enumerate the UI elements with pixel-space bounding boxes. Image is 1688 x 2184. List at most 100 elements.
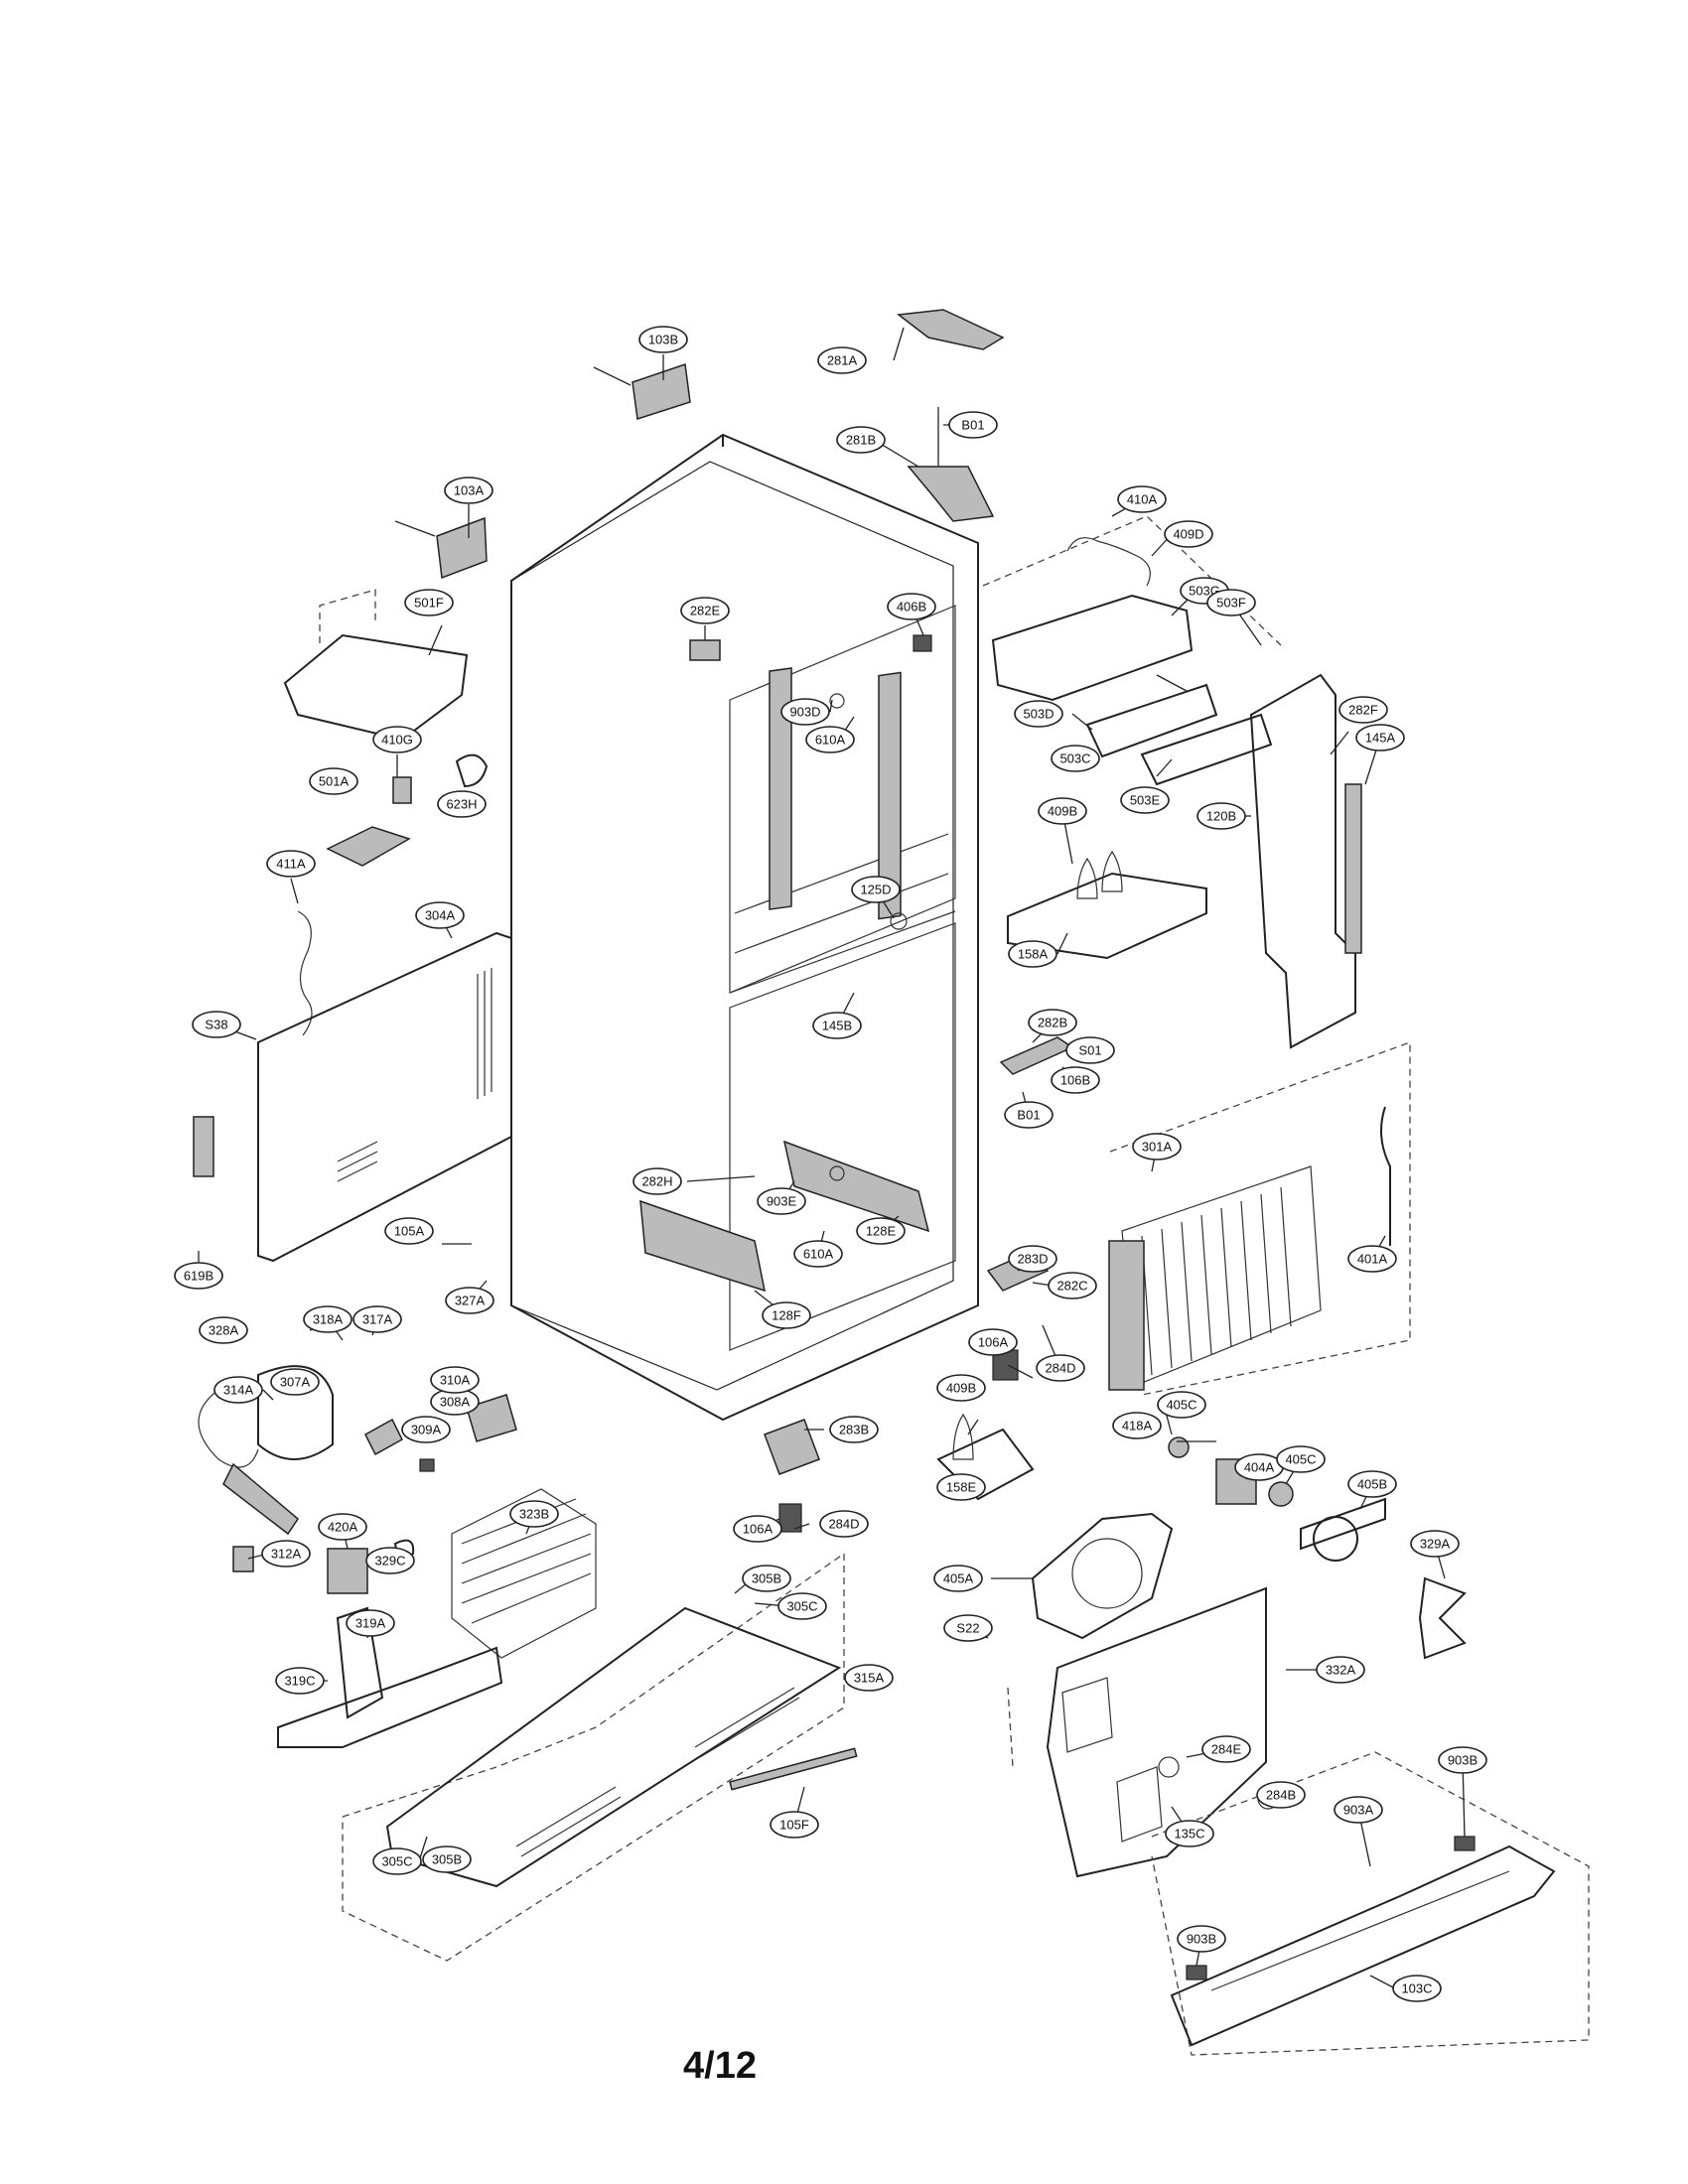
part-number: 903B [1448,1753,1477,1768]
callout-ellipse [437,790,487,818]
part-number: 308A [440,1395,471,1410]
part-callout-405c: 405C [1276,1445,1326,1473]
callout-ellipse [856,1217,906,1245]
part-number: 418A [1122,1419,1153,1433]
part-callout-409b: 409B [936,1374,986,1402]
part-callout-305c: 305C [372,1847,422,1875]
part-callout-409d: 409D [1164,520,1213,548]
callout-ellipse [851,876,901,903]
part-number: 281A [827,353,858,368]
part-callout-309a: 309A [401,1416,451,1443]
callout-ellipse [444,477,493,504]
callout-ellipse [812,1012,862,1039]
callout-ellipse [733,1515,782,1543]
part-callout-503d: 503D [1014,700,1063,728]
callout-ellipse [401,1416,451,1443]
part-number: 503C [1059,751,1090,766]
part-number: 106B [1060,1073,1090,1088]
part-number: 125D [860,883,891,897]
callout-ellipse [365,1547,415,1574]
callout-ellipse [819,1510,869,1538]
callout-ellipse [1157,1391,1206,1419]
part-number: 305B [752,1571,781,1586]
callout-ellipse [770,1811,819,1839]
part-number: 284B [1266,1788,1296,1803]
part-callout-305b: 305B [422,1845,472,1873]
part-callout-125d: 125D [851,876,901,903]
callout-ellipse [1117,485,1167,513]
part-number: 503E [1130,793,1161,808]
callout-ellipse [638,326,688,353]
part-number: 409D [1173,527,1203,542]
callout-ellipse [1120,786,1170,814]
part-callout-b01: B01 [948,411,998,439]
part-number: 610A [803,1247,834,1262]
callout-ellipse [1316,1656,1365,1684]
part-number: 317A [362,1312,393,1327]
part-callout-406b: 406B [887,593,936,620]
callout-ellipse [844,1664,894,1692]
part-callout-503c: 503C [1051,745,1100,772]
part-number: 503D [1023,707,1054,722]
upper-parts-drawing [193,309,1005,1263]
part-callout-308a: 308A [430,1388,480,1416]
callout-ellipse [1048,1272,1097,1299]
part-number: 501F [414,596,444,611]
part-callout-410a: 410A [1117,485,1167,513]
part-number: 406B [897,600,926,614]
callout-ellipse [817,346,867,374]
part-number: 283B [839,1423,869,1437]
callout-ellipse [275,1667,325,1695]
part-callout-501a: 501A [309,767,358,795]
callout-ellipse [1338,696,1388,724]
part-number: 329C [374,1554,405,1569]
callout-ellipse [1256,1781,1306,1809]
part-number: 158A [1018,947,1049,962]
part-number: 501A [319,774,350,789]
part-callout-281a: 281A [817,346,867,374]
callout-ellipse [1004,1101,1054,1129]
part-callout-501f: 501F [404,589,454,616]
lower-hinge-drawing [764,1250,1050,1533]
callout-ellipse [1276,1445,1326,1473]
part-number: S22 [956,1621,979,1636]
part-number: 284D [828,1517,859,1532]
callout-ellipse [1014,700,1063,728]
leader-lines [198,327,1466,1989]
callout-ellipse [509,1500,559,1528]
part-callout-282e: 282E [680,597,730,624]
callout-ellipse [1051,1066,1100,1094]
part-callout-282b: 282B [1028,1009,1077,1036]
part-callout-903b: 903B [1177,1925,1226,1953]
part-callout-405c: 405C [1157,1391,1206,1419]
callout-ellipse [680,597,730,624]
part-number: 405A [943,1571,974,1586]
part-number: 619B [184,1269,213,1284]
part-number: 120B [1206,809,1236,824]
part-callout-284d: 284D [1036,1354,1085,1382]
part-number: 409B [1048,804,1077,819]
part-number: 103B [648,333,678,347]
part-number: 903E [767,1194,797,1209]
callout-ellipse [270,1368,320,1396]
part-number: 903B [1187,1932,1216,1947]
part-number: 282B [1038,1016,1067,1030]
part-callout-105f: 105F [770,1811,819,1839]
callout-ellipse [430,1366,480,1394]
callout-ellipse [936,1374,986,1402]
callout-ellipse [793,1240,843,1268]
part-callout-158e: 158E [936,1473,986,1501]
part-callout-103a: 103A [444,477,493,504]
part-callout-283b: 283B [829,1416,879,1443]
part-number: 404A [1244,1460,1275,1475]
part-number: 106A [978,1335,1009,1350]
part-number: 282C [1056,1279,1087,1294]
part-callouts: 103B281AB01281B103A410A409D406B282E501F5… [174,326,1487,2002]
callout-ellipse [1347,1470,1397,1498]
callout-ellipse [1008,1245,1057,1273]
fan-assembly-drawing [1007,1436,1590,2056]
part-callout-158a: 158A [1008,940,1057,968]
part-number: 405C [1166,1398,1196,1413]
part-callout-106a: 106A [733,1515,782,1543]
